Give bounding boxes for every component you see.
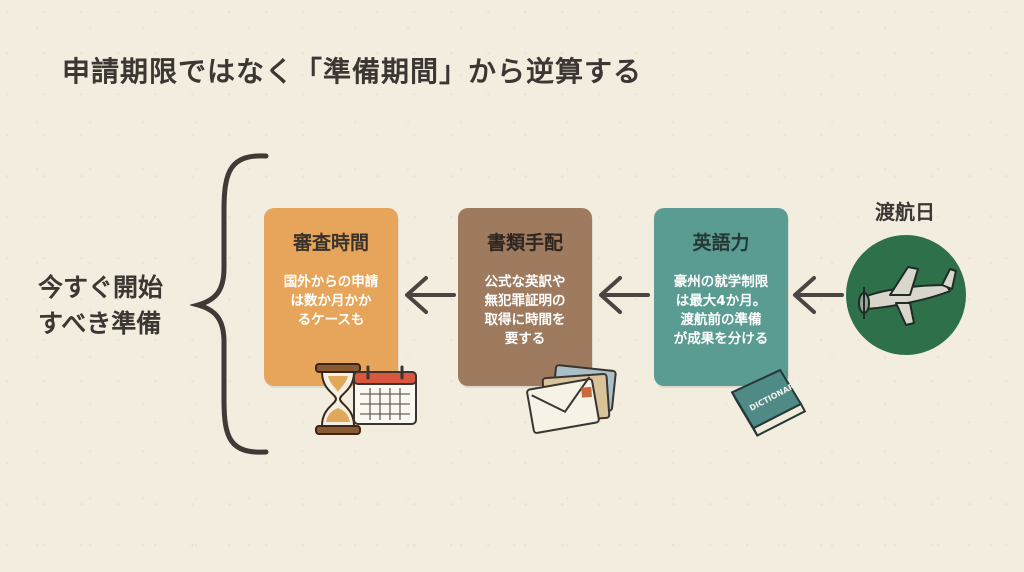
step-line: 国外からの申請: [283, 274, 379, 290]
step-description: 国外からの申請 は数か月かか るケースも: [264, 273, 398, 330]
step-line: 無犯罪証明の: [484, 293, 566, 309]
step-line: が成果を分ける: [673, 331, 769, 347]
step-card-documents: 書類手配 公式な英訳や 無犯罪証明の 取得に時間を 要する: [458, 208, 592, 386]
page-title: 申請期限ではなく「準備期間」から逆算する: [62, 55, 643, 88]
step-card-review-time: 審査時間 国外からの申請 は数か月かか るケースも: [264, 208, 398, 386]
arrow-left-icon: [599, 276, 650, 314]
step-line: 要する: [504, 331, 546, 347]
arrow-left-icon: [793, 276, 844, 314]
dictionary-icon: DICTIONARY: [730, 368, 807, 437]
step-line: 公式な英訳や: [484, 274, 566, 290]
step-line: 豪州の就学制限: [673, 274, 769, 290]
step-card-english: 英語力 豪州の就学制限 は最大4か月。 渡航前の準備 が成果を分ける: [654, 208, 788, 386]
step-line: は数か月かか: [290, 293, 372, 309]
arrow-left-icon: [405, 276, 456, 314]
start-now-label: 今すぐ開始 すべき準備: [38, 270, 188, 342]
step-title: 審査時間: [292, 232, 369, 254]
step-line: は最大4か月。: [675, 293, 767, 309]
start-now-line-2: すべき準備: [38, 309, 162, 338]
envelope-icon: [526, 364, 617, 434]
step-title: 書類手配: [486, 232, 563, 254]
step-line: 渡航前の準備: [680, 312, 762, 328]
calendar-icon: [353, 365, 417, 425]
step-line: 取得に時間を: [484, 312, 566, 328]
hourglass-icon: [315, 363, 361, 435]
step-description: 豪州の就学制限 は最大4か月。 渡航前の準備 が成果を分ける: [654, 273, 788, 349]
curly-brace: [190, 153, 269, 455]
start-now-line-1: 今すぐ開始: [38, 273, 164, 302]
step-title: 英語力: [692, 232, 750, 254]
departure-date-label: 渡航日: [875, 200, 935, 224]
step-line: るケースも: [297, 312, 365, 328]
step-description: 公式な英訳や 無犯罪証明の 取得に時間を 要する: [458, 273, 592, 349]
airplane-icon: [858, 266, 957, 326]
